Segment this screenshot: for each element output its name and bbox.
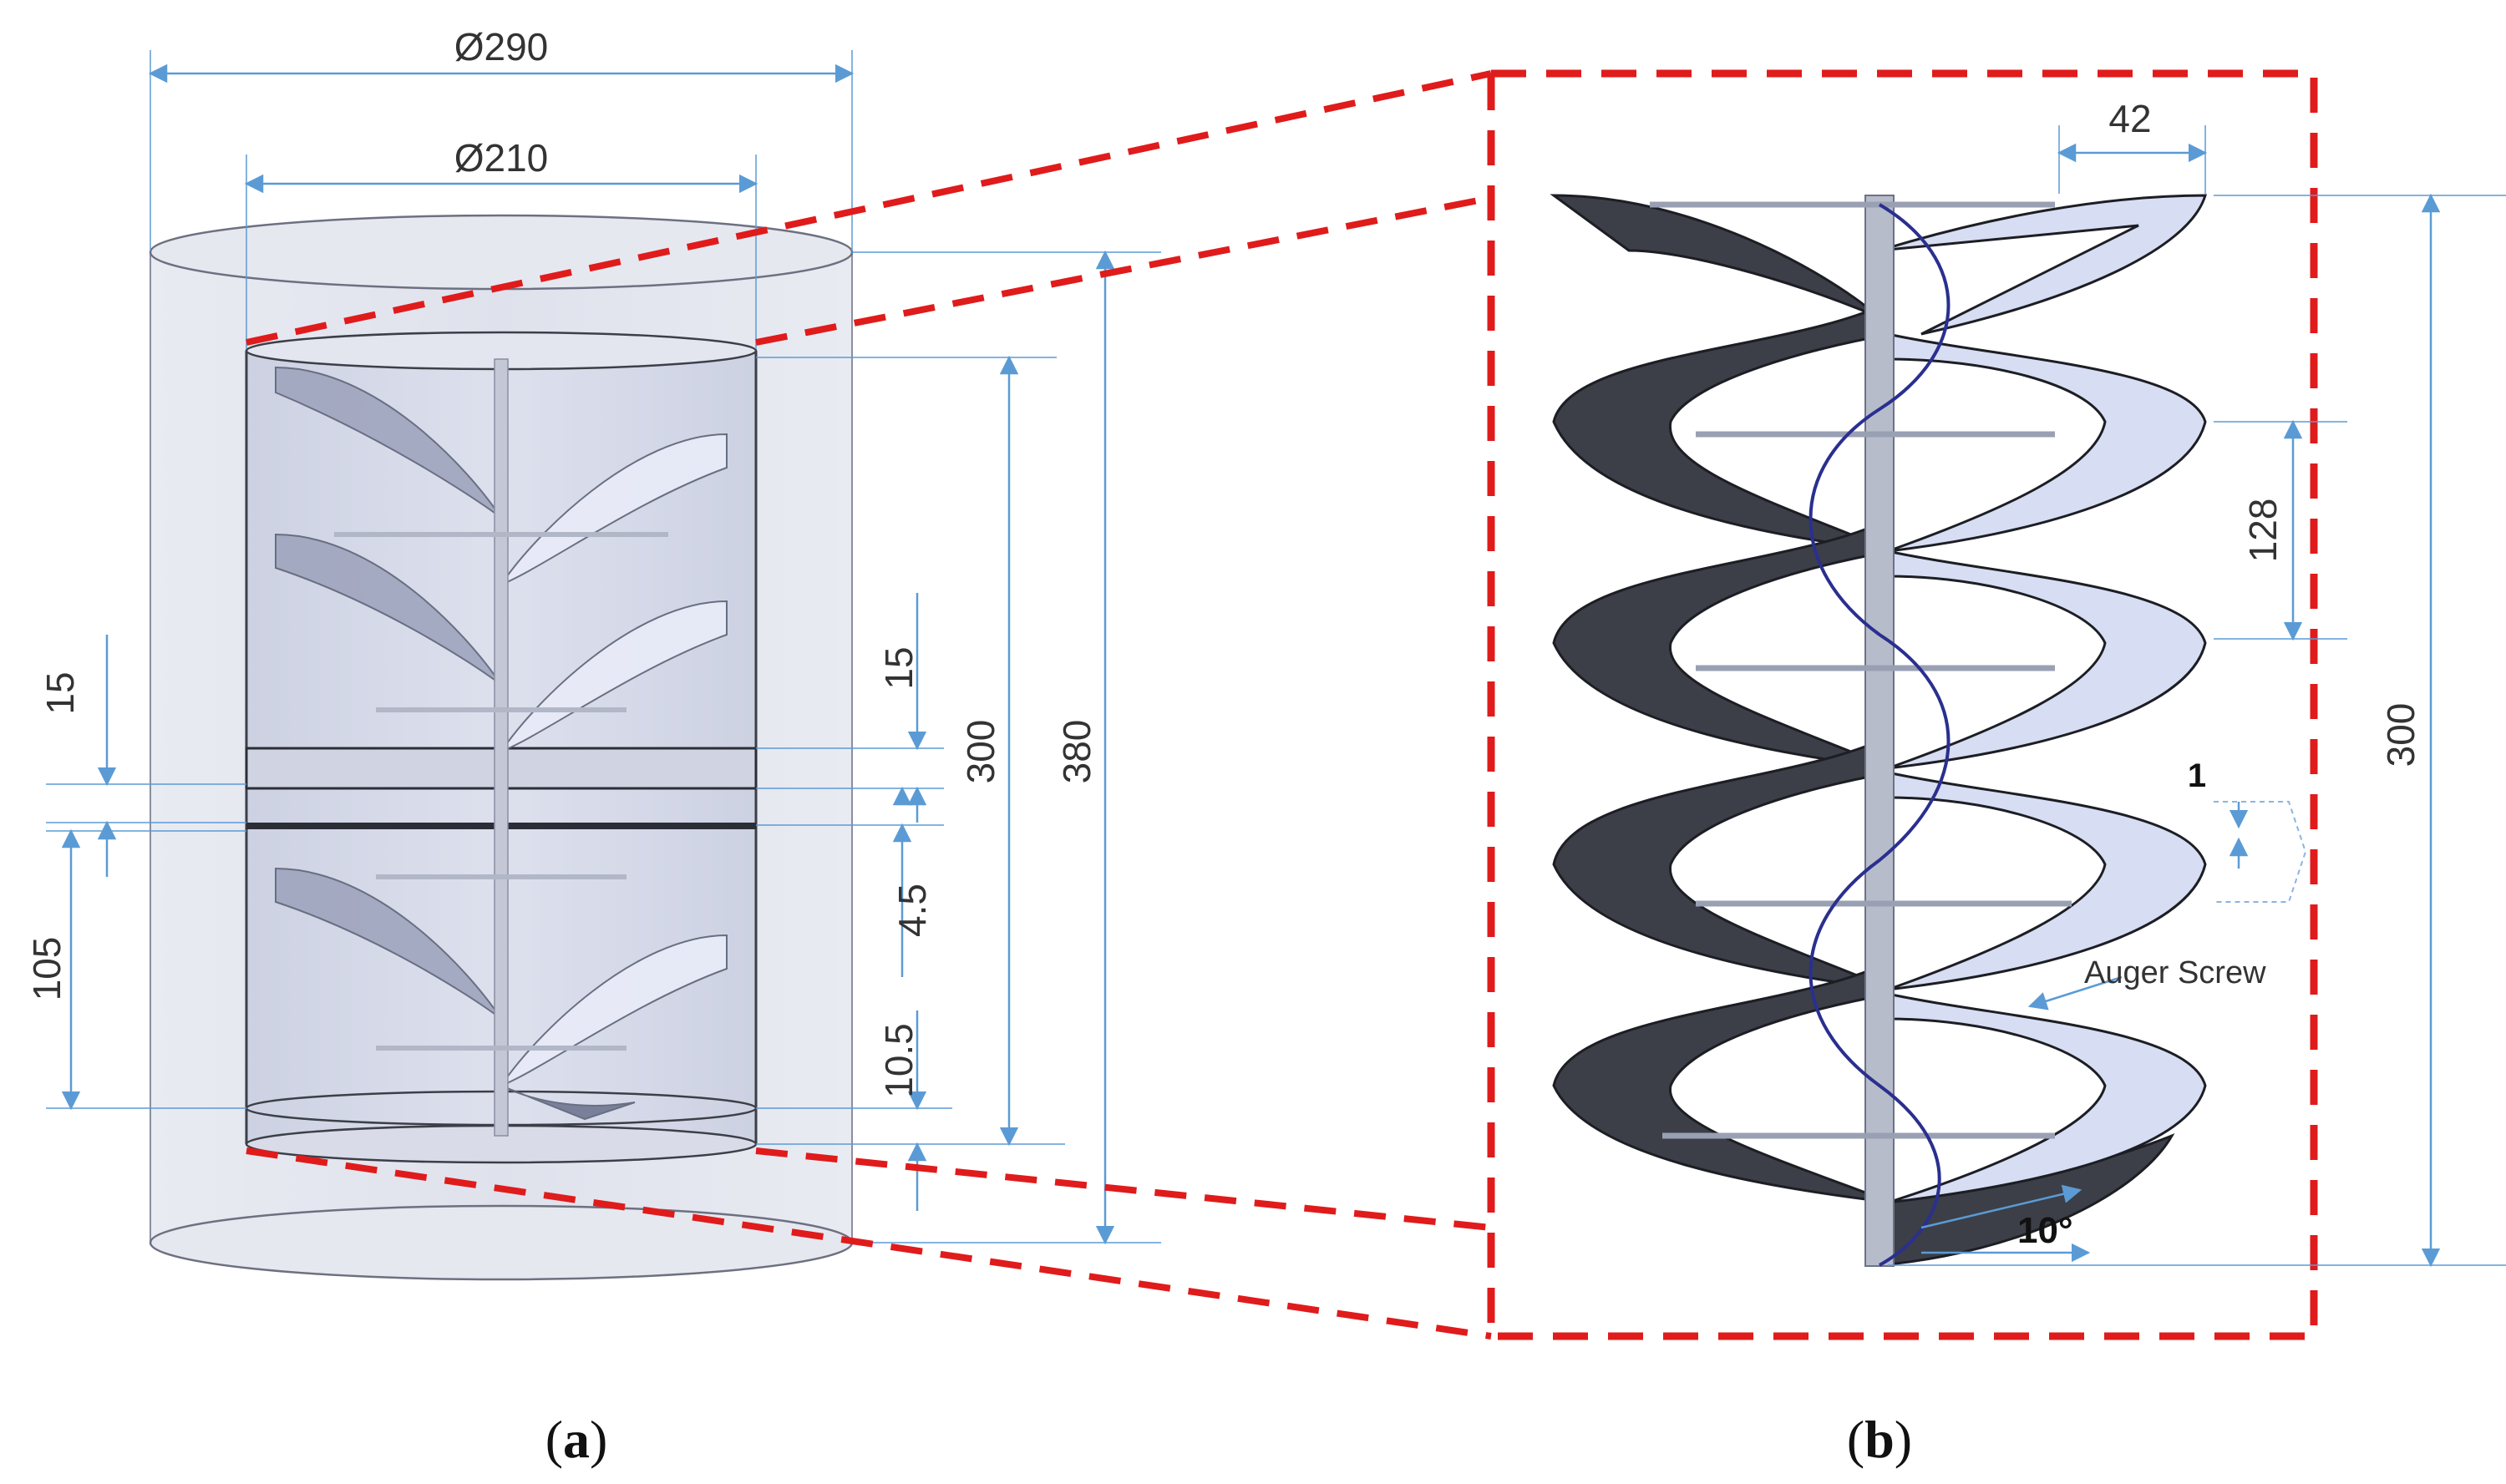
- zoom-lines: [246, 70, 1492, 1340]
- thickness-detail: [2214, 801, 2307, 903]
- caption-a: (a): [545, 1410, 608, 1469]
- dim-pitch: 128: [2241, 499, 2285, 563]
- dim-inner-diameter: Ø210: [454, 136, 549, 180]
- dim-blade-width: 42: [2108, 97, 2151, 140]
- zoom-box: [1487, 69, 2318, 1340]
- auger-blades-b: [1550, 194, 2208, 1267]
- dim-bottom-gap: 10.5: [877, 1023, 921, 1098]
- dim-thickness: 1: [2188, 757, 2206, 794]
- dim-total-height: 380: [1055, 720, 1098, 784]
- dim-auger-height: 300: [959, 720, 1002, 784]
- panel-a: Ø290 Ø210 15 105 15 300 380 4.5 10.5 (a): [25, 25, 1161, 1469]
- dim-height: 300: [2379, 703, 2422, 767]
- panel-b: 42 128 300 1 10° Auger Screw (b): [1487, 69, 2506, 1469]
- dimensions-b: [1888, 125, 2506, 1268]
- label-auger-screw: Auger Screw: [2084, 955, 2266, 990]
- shaft-a: [334, 358, 668, 1137]
- dim-angle: 10°: [2017, 1210, 2073, 1251]
- shaft-b: [1650, 195, 2072, 1267]
- caption-b: (b): [1847, 1410, 1912, 1469]
- dim-ring-thickness: 4.5: [890, 884, 934, 937]
- dim-lower-height: 105: [25, 937, 68, 1001]
- dim-outer-diameter: Ø290: [454, 25, 549, 68]
- dim-mid-gap: 15: [877, 646, 921, 689]
- auger-curve: [1808, 203, 1951, 1267]
- dim-top-gap: 15: [38, 671, 82, 714]
- dimensions-a: [46, 50, 1161, 1245]
